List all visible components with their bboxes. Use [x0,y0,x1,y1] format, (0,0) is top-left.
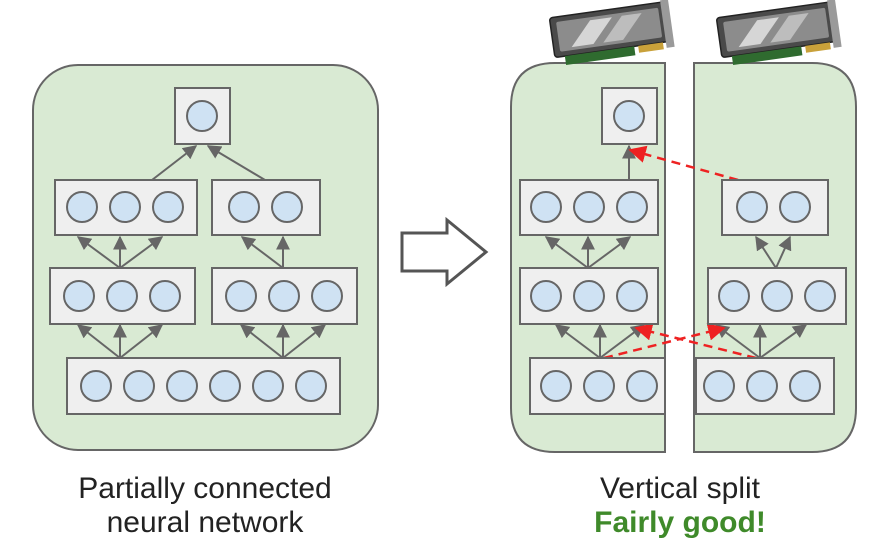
neuron [106,280,138,312]
neuron [228,191,260,223]
right-network [510,0,857,453]
left-caption-line1: Partially connected [78,472,332,505]
neuron [804,280,836,312]
neuron [789,370,821,402]
neuron [166,370,198,402]
neuron [703,370,735,402]
neuron [616,280,648,312]
neuron [252,370,284,402]
neuron [736,191,768,223]
neuron [530,280,562,312]
neuron [613,100,645,132]
gpu-card-icon [549,0,675,66]
neuron [271,191,303,223]
right-arrow-icon [400,216,489,288]
neuron [123,370,155,402]
right-connections [544,144,808,359]
verdict-label: Fairly good! [594,506,766,539]
neuron [149,280,181,312]
neural-network-split-diagram [32,0,857,453]
neuron [530,191,562,223]
neuron [63,280,95,312]
neuron [268,280,300,312]
left-caption-line2: neural network [106,506,304,539]
neuron [152,191,184,223]
neuron [311,280,343,312]
left-network [32,64,379,451]
neuron [295,370,327,402]
neuron [718,280,750,312]
right-caption-line1: Vertical split [599,472,761,505]
neuron [225,280,257,312]
neuron [626,370,658,402]
neuron [66,191,98,223]
neuron [209,370,241,402]
neuron [573,280,605,312]
neuron [616,191,648,223]
neuron [746,370,778,402]
left-caption: Partially connected neural network [0,472,410,540]
neuron [761,280,793,312]
neuron [186,100,218,132]
gpu2-panel [693,62,857,453]
neuron [80,370,112,402]
neuron [583,370,615,402]
neuron [779,191,811,223]
left-connections [76,145,327,359]
right-caption: Vertical split Fairly good! [495,472,865,540]
neuron [540,370,572,402]
neuron [573,191,605,223]
gpu-card-icon [716,0,842,66]
left-input-layer [66,357,341,415]
cross-gpu-connections [603,145,757,360]
neuron [109,191,141,223]
